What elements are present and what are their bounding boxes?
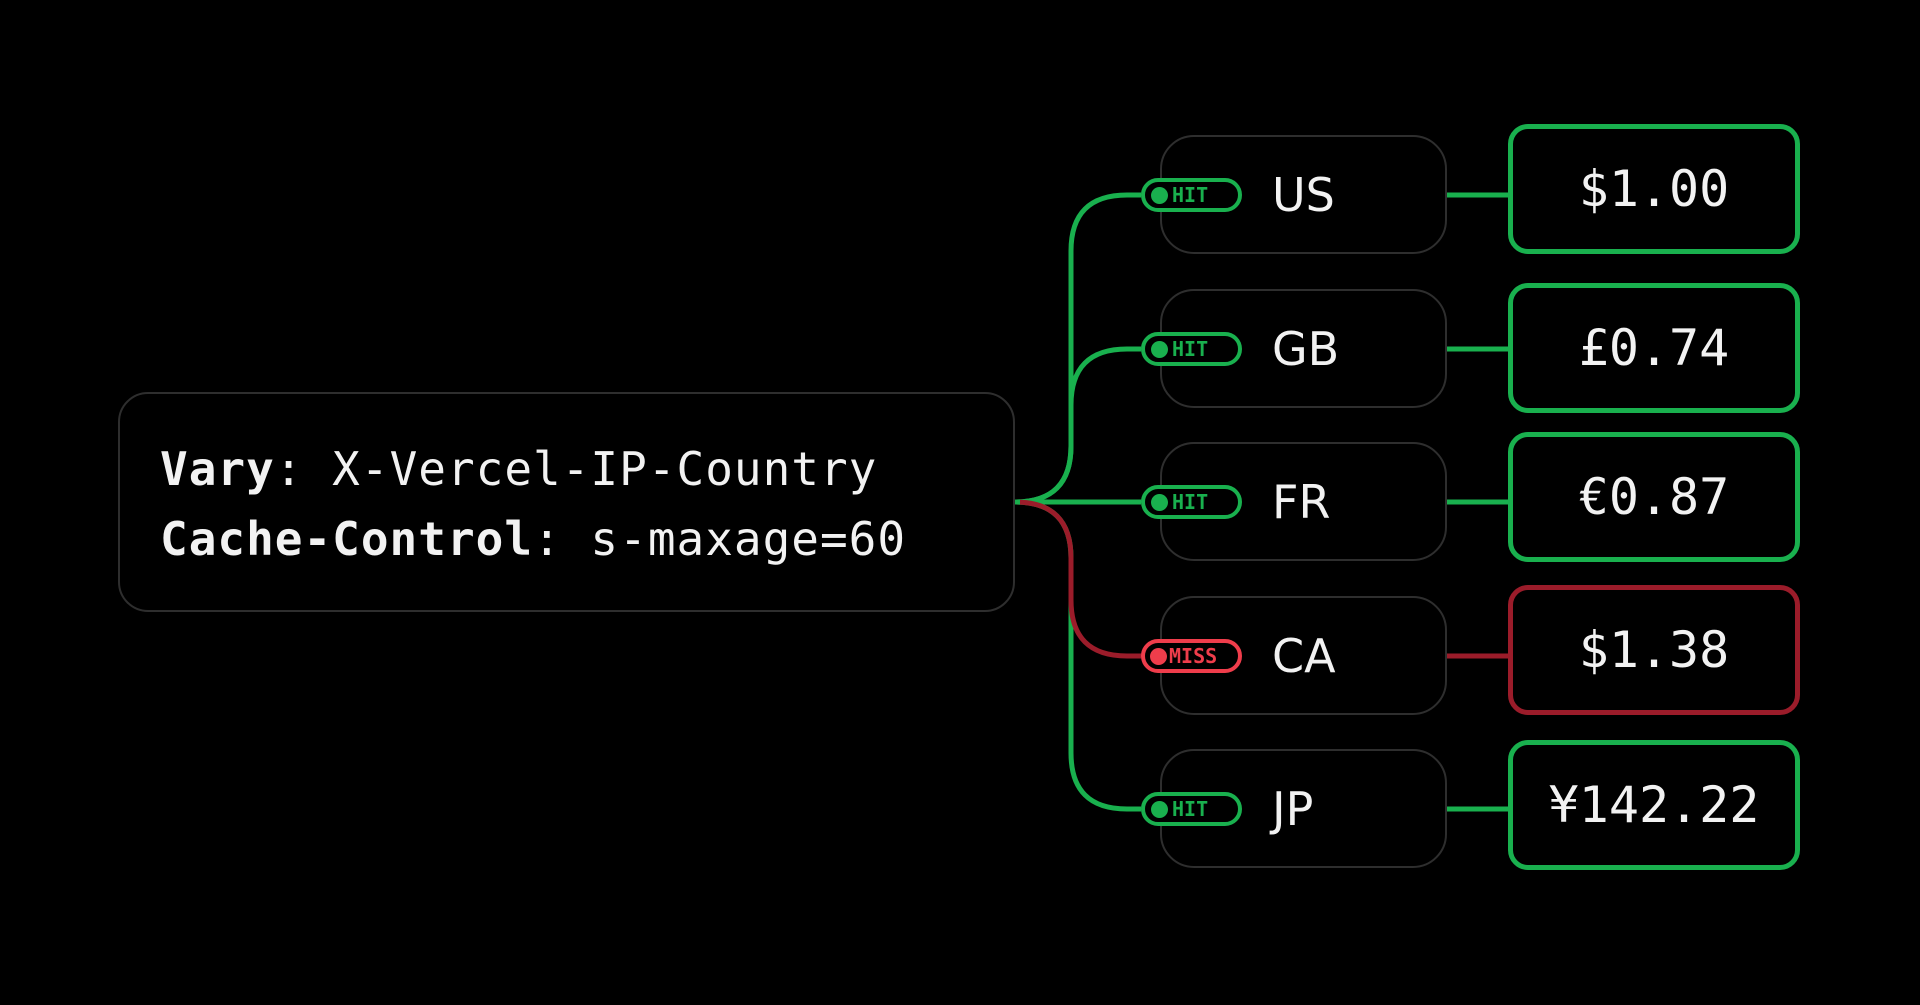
status-dot-icon (1150, 647, 1167, 665)
country-label: US (1272, 167, 1335, 222)
wire-ca (1014, 499, 1141, 659)
price-box-us: $1.00 (1508, 124, 1800, 254)
cache-status-badge-us: HIT (1141, 178, 1242, 212)
cache-status-badge-ca: MISS (1141, 639, 1242, 673)
status-label: MISS (1169, 644, 1218, 668)
country-label: CA (1272, 628, 1336, 683)
status-label: HIT (1172, 183, 1209, 207)
wire-gb (1014, 346, 1141, 505)
cache-control-key: Cache-Control (160, 512, 534, 566)
cache-status-badge-fr: HIT (1141, 485, 1242, 519)
response-headers-box: Vary: X-Vercel-IP-Country Cache-Control:… (118, 392, 1015, 612)
country-label: JP (1272, 781, 1314, 836)
cache-control-separator: : (533, 512, 562, 566)
vary-value: X-Vercel-IP-Country (303, 442, 878, 496)
vary-key: Vary (160, 442, 275, 496)
country-label: GB (1272, 321, 1340, 376)
wire-us (1014, 192, 1141, 505)
status-dot-icon (1151, 800, 1168, 818)
country-label: FR (1272, 474, 1331, 529)
status-label: HIT (1172, 490, 1209, 514)
status-label: HIT (1172, 337, 1209, 361)
cache-status-badge-gb: HIT (1141, 332, 1242, 366)
status-dot-icon (1151, 493, 1168, 511)
vary-header-line: Vary: X-Vercel-IP-Country (160, 442, 877, 496)
country-box-us: US (1160, 135, 1447, 254)
price-box-jp: ¥142.22 (1508, 740, 1800, 870)
cache-control-value: s-maxage=60 (561, 512, 907, 566)
vary-separator: : (274, 442, 304, 496)
price-box-fr: €0.87 (1508, 432, 1800, 562)
status-label: HIT (1172, 797, 1209, 821)
cache-control-header-line: Cache-Control: s-maxage=60 (160, 512, 906, 566)
price-box-ca: $1.38 (1508, 585, 1800, 715)
status-dot-icon (1151, 340, 1168, 358)
cache-status-badge-jp: HIT (1141, 792, 1242, 826)
status-dot-icon (1151, 186, 1168, 204)
price-box-gb: £0.74 (1508, 283, 1800, 413)
